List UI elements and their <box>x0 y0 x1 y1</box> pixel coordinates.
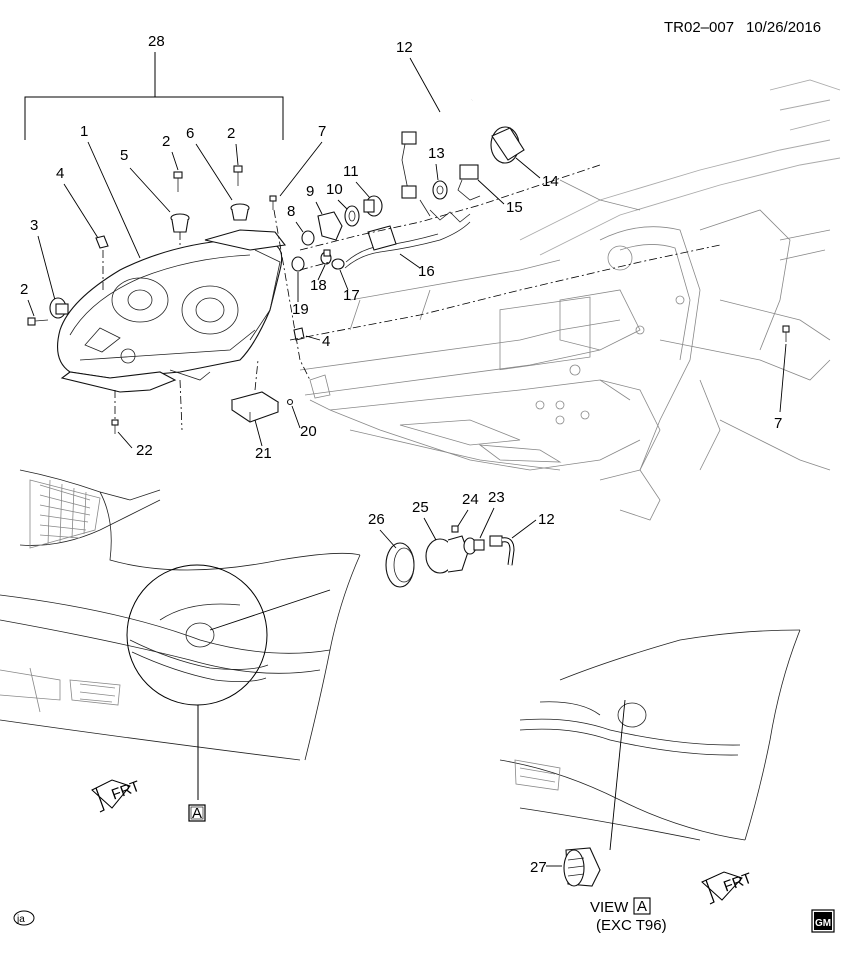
callout-19: 19 <box>292 301 309 318</box>
callout-2-b: 2 <box>227 125 235 142</box>
callout-28: 28 <box>148 33 165 50</box>
cap-9 <box>317 211 343 241</box>
connector-13 <box>401 185 417 199</box>
front-direction-arrow-left: FRT <box>91 778 142 813</box>
control-module-21 <box>230 391 280 423</box>
grommet-13 <box>432 180 448 200</box>
callout-17: 17 <box>343 287 360 304</box>
diagram-code: TR02–007 <box>664 19 734 36</box>
clip-4-b <box>293 327 305 341</box>
screw-24 <box>451 525 459 533</box>
adjuster-3 <box>49 297 69 319</box>
svg-text:GM: GM <box>815 918 831 929</box>
svg-text:A: A <box>192 805 202 822</box>
callout-7-b: 7 <box>774 415 782 432</box>
callout-24: 24 <box>462 491 479 508</box>
group-bracket-28 <box>24 52 284 140</box>
view-label-letter-box: A <box>633 897 651 915</box>
callout-20: 20 <box>300 423 317 440</box>
clip-4-a <box>95 235 109 249</box>
callout-21: 21 <box>255 445 272 462</box>
grommet-6 <box>230 203 250 221</box>
callout-11: 11 <box>343 163 359 180</box>
bulb-23 <box>463 537 485 555</box>
bolt-2-a <box>173 171 183 192</box>
callout-23: 23 <box>488 489 505 506</box>
callout-13: 13 <box>428 145 445 162</box>
callout-1: 1 <box>80 123 88 140</box>
callout-26: 26 <box>368 511 385 528</box>
bulb-19 <box>291 256 305 272</box>
svg-text:A: A <box>637 898 647 915</box>
callout-18: 18 <box>310 277 327 294</box>
callout-4-b: 4 <box>322 333 330 350</box>
headlamp-assembly <box>57 229 287 393</box>
callout-2-c: 2 <box>20 281 28 298</box>
bulb-15 <box>457 164 481 201</box>
screw-22 <box>111 419 119 434</box>
screw-7-a <box>269 195 277 210</box>
front-fascia <box>0 469 361 761</box>
callout-2-a: 2 <box>162 133 170 150</box>
callout-10: 10 <box>326 181 343 198</box>
view-a-inset <box>499 629 801 851</box>
front-direction-arrow-right: FRT <box>701 870 754 905</box>
front-structure-frame <box>519 79 841 521</box>
ring-10 <box>344 205 360 227</box>
bolt-2-b <box>233 165 243 186</box>
harness-12-b <box>489 535 515 566</box>
bulb-socket-11 <box>363 195 383 217</box>
callout-22: 22 <box>136 442 153 459</box>
callout-12-a: 12 <box>396 39 413 56</box>
callout-7-a: 7 <box>318 123 326 140</box>
fastener-20 <box>286 398 294 406</box>
footer-badge: ja <box>13 910 35 926</box>
callout-27: 27 <box>530 859 547 876</box>
bulb-18 <box>320 249 332 265</box>
callout-25: 25 <box>412 499 429 516</box>
fog-lamp-cover-27 <box>563 847 601 887</box>
harness-16 <box>344 199 471 269</box>
svg-text:ja: ja <box>16 914 25 925</box>
callout-15: 15 <box>506 199 523 216</box>
callout-9: 9 <box>306 183 314 200</box>
callout-3: 3 <box>30 217 38 234</box>
callout-8: 8 <box>287 203 295 220</box>
grommet-5 <box>170 213 190 233</box>
bolt-2-c <box>27 317 49 326</box>
cover-14 <box>490 126 525 164</box>
callout-12-b: 12 <box>538 511 555 528</box>
callout-16: 16 <box>418 263 435 280</box>
gm-logo: GM <box>811 909 835 933</box>
detail-circle <box>126 564 331 800</box>
socket-17 <box>331 258 345 270</box>
fog-lamp-25 <box>425 535 469 574</box>
view-a-marker: A <box>188 804 206 822</box>
diagram-date: 10/26/2016 <box>746 19 821 36</box>
view-note: (EXC T96) <box>596 917 667 934</box>
bumper-beam <box>299 259 641 471</box>
callout-4-a: 4 <box>56 165 64 182</box>
callout-6: 6 <box>186 125 194 142</box>
harness-12-a <box>401 98 474 191</box>
bezel-26 <box>385 542 415 588</box>
screw-7-b <box>782 325 790 342</box>
bulb-8 <box>301 230 315 246</box>
view-label-prefix: VIEW <box>590 899 629 916</box>
callout-5: 5 <box>120 147 128 164</box>
